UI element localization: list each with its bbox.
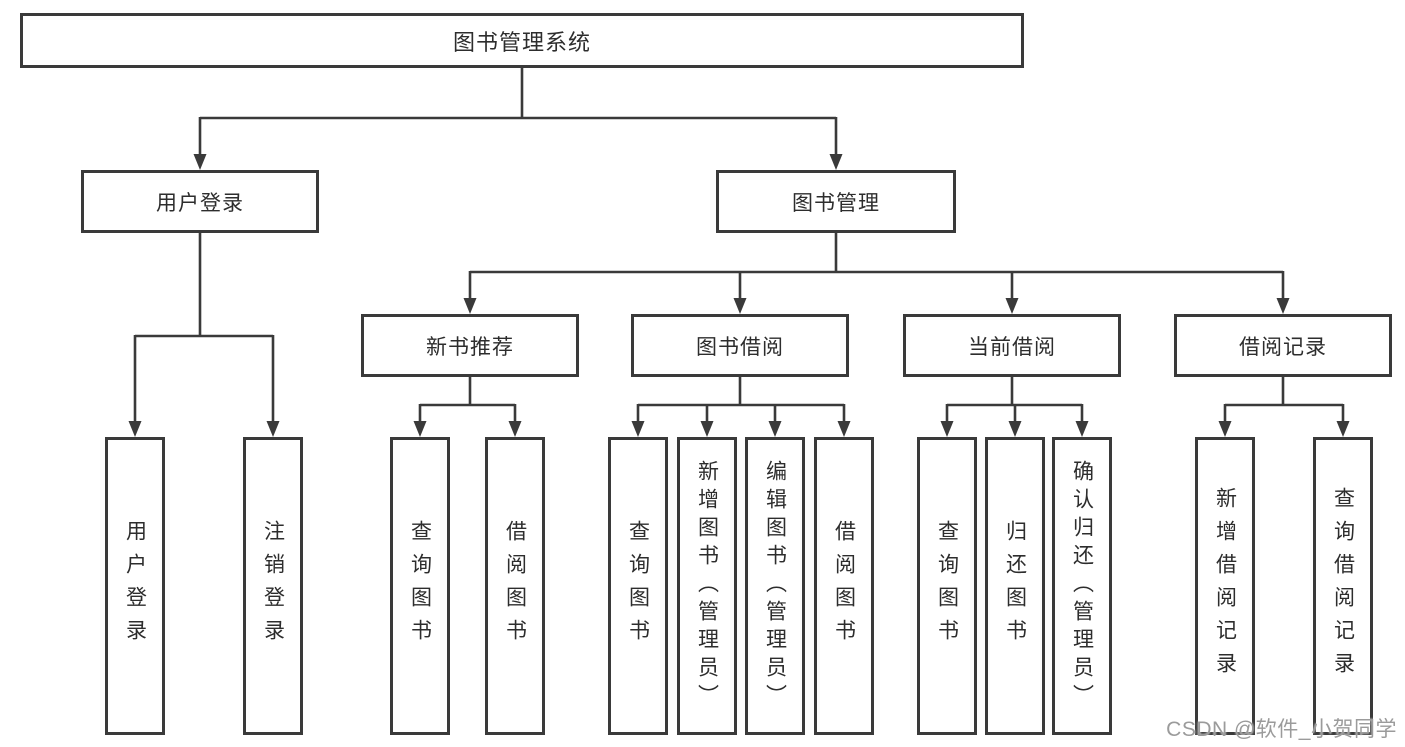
leaf-query-book-recommend: 查询图书: [390, 437, 450, 735]
leaf-query-book-current: 查询图书: [917, 437, 977, 735]
leaf-return-book: 归还图书: [985, 437, 1045, 735]
leaf-borrow-book-label: 借阅图书: [832, 520, 856, 652]
leaf-query-borrow-record-label: 查询借阅记录: [1331, 487, 1355, 685]
leaf-add-borrow-record-label: 新增借阅记录: [1213, 487, 1237, 685]
leaf-query-book-borrow-label: 查询图书: [626, 520, 650, 652]
leaf-add-book-admin: 新增图书（管理员）: [677, 437, 737, 735]
leaf-query-book-borrow: 查询图书: [608, 437, 668, 735]
leaf-logout: 注销登录: [243, 437, 303, 735]
node-borrow-record: 借阅记录: [1174, 314, 1392, 377]
leaf-add-borrow-record: 新增借阅记录: [1195, 437, 1255, 735]
node-user-login: 用户登录: [81, 170, 319, 233]
leaf-add-book-admin-label: 新增图书（管理员）: [695, 460, 719, 712]
leaf-return-book-label: 归还图书: [1003, 520, 1027, 652]
leaf-edit-book-admin-label: 编辑图书（管理员）: [763, 460, 787, 712]
leaf-query-borrow-record: 查询借阅记录: [1313, 437, 1373, 735]
leaf-borrow-book-recommend: 借阅图书: [485, 437, 545, 735]
leaf-confirm-return-admin: 确认归还（管理员）: [1052, 437, 1112, 735]
leaf-borrow-book: 借阅图书: [814, 437, 874, 735]
leaf-user-login: 用户登录: [105, 437, 165, 735]
leaf-confirm-return-admin-label: 确认归还（管理员）: [1070, 460, 1094, 712]
leaf-borrow-book-recommend-label: 借阅图书: [503, 520, 527, 652]
node-current-borrow: 当前借阅: [903, 314, 1121, 377]
watermark: CSDN @软件_小贺同学: [1166, 718, 1397, 741]
node-book-management: 图书管理: [716, 170, 956, 233]
leaf-logout-label: 注销登录: [261, 520, 285, 652]
leaf-query-book-current-label: 查询图书: [935, 520, 959, 652]
arrowheads: [128, 154, 1350, 437]
leaf-query-book-recommend-label: 查询图书: [408, 520, 432, 652]
node-book-borrow: 图书借阅: [631, 314, 849, 377]
node-root-library-system: 图书管理系统: [20, 13, 1024, 68]
leaf-edit-book-admin: 编辑图书（管理员）: [745, 437, 805, 735]
leaf-user-login-label: 用户登录: [123, 520, 147, 652]
node-new-book-recommend: 新书推荐: [361, 314, 579, 377]
